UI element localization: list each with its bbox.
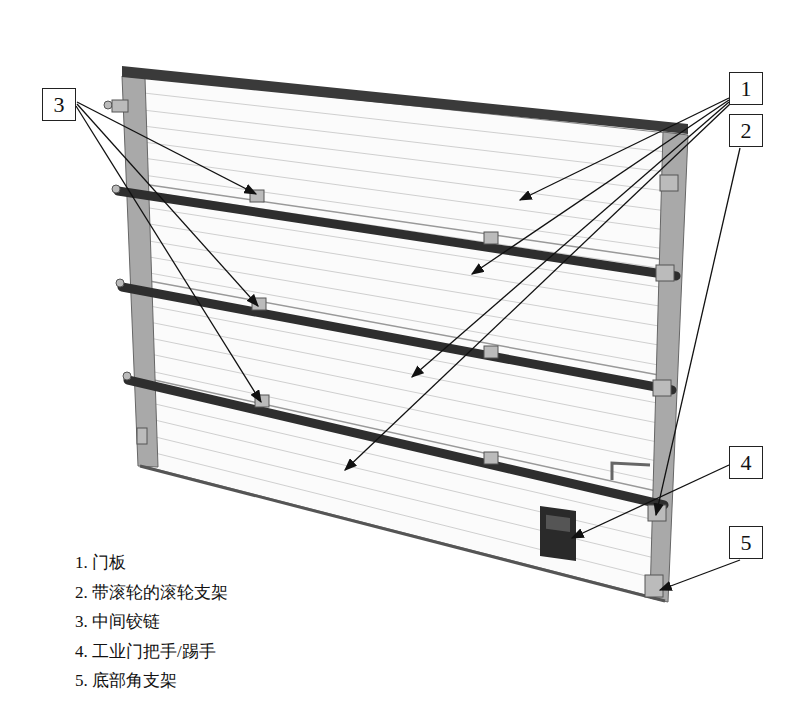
callout-number: 5 — [741, 532, 752, 554]
legend-item: 1. 门板 — [75, 553, 126, 573]
callout-number: 2 — [741, 120, 752, 142]
callout-box: 5 — [729, 526, 763, 559]
callout-box: 4 — [729, 446, 763, 479]
legend-item: 5. 底部角支架 — [75, 671, 177, 691]
callout-number: 4 — [741, 452, 752, 474]
callout-box: 1 — [729, 72, 763, 105]
legend-item: 4. 工业门把手/踢手 — [75, 642, 216, 662]
legend-item: 2. 带滚轮的滚轮支架 — [75, 583, 228, 603]
callout-number: 1 — [741, 78, 752, 100]
callout-box: 3 — [42, 88, 76, 121]
callout-number: 3 — [54, 94, 65, 116]
callout-box: 2 — [729, 114, 763, 147]
legend-item: 3. 中间铰链 — [75, 612, 160, 632]
